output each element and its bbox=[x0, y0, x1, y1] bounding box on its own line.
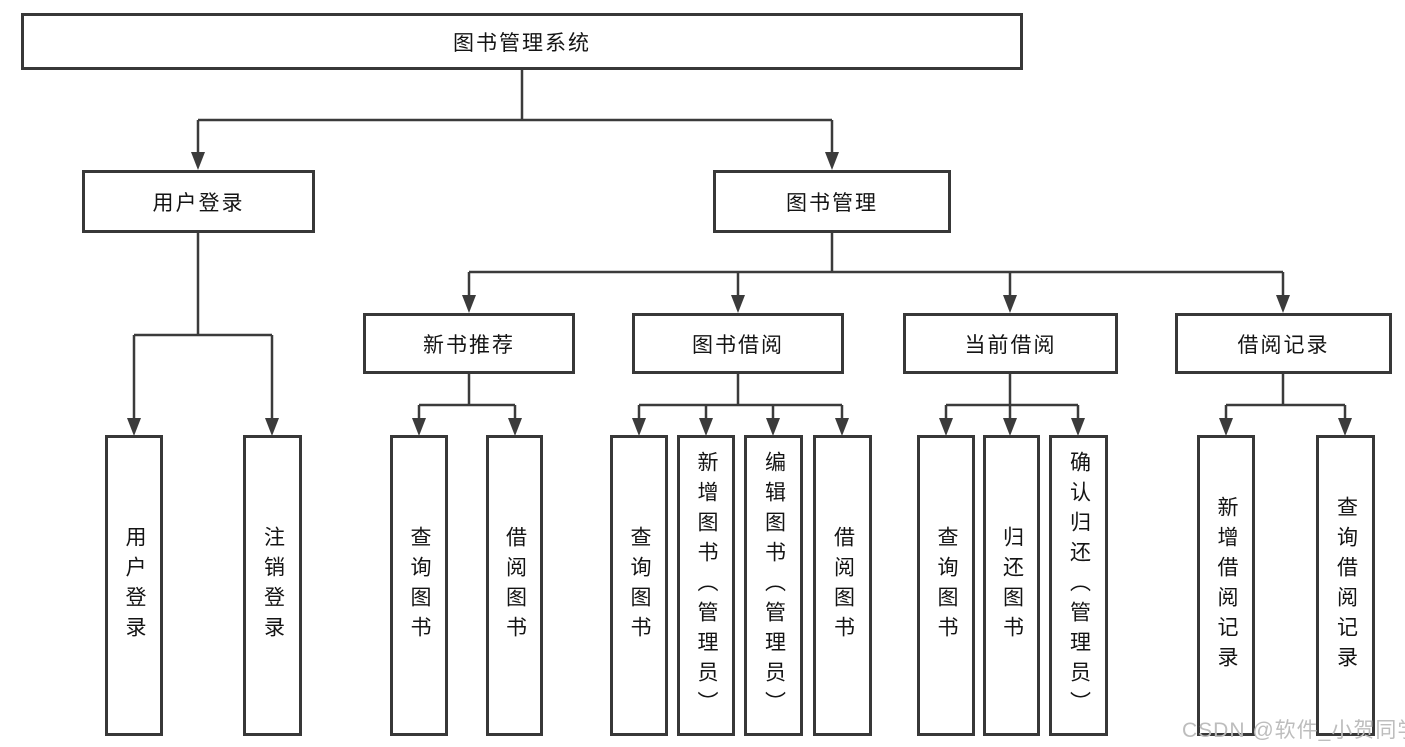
node-root-library-system: 图书管理系统 bbox=[21, 13, 1023, 70]
leaf-borrow-books-recommend: 借阅图书 bbox=[486, 435, 543, 736]
leaf-add-borrow-record: 新增借阅记录 bbox=[1197, 435, 1255, 736]
leaf-user-login: 用户登录 bbox=[105, 435, 163, 736]
leaf-query-books-borrowing: 查询图书 bbox=[610, 435, 668, 736]
node-book-borrowing: 图书借阅 bbox=[632, 313, 844, 374]
node-borrow-records: 借阅记录 bbox=[1175, 313, 1392, 374]
leaf-return-books: 归还图书 bbox=[983, 435, 1040, 736]
node-current-borrowing: 当前借阅 bbox=[903, 313, 1118, 374]
node-new-book-recommend: 新书推荐 bbox=[363, 313, 575, 374]
leaf-logout: 注销登录 bbox=[243, 435, 302, 736]
arrowheads bbox=[127, 152, 1352, 436]
leaf-confirm-return-admin: 确认归还（管理员） bbox=[1049, 435, 1108, 736]
leaf-query-borrow-record: 查询借阅记录 bbox=[1316, 435, 1375, 736]
leaf-edit-books-admin: 编辑图书（管理员） bbox=[744, 435, 803, 736]
node-user-login: 用户登录 bbox=[82, 170, 315, 233]
leaf-add-books-admin: 新增图书（管理员） bbox=[677, 435, 735, 736]
leaf-query-books-recommend: 查询图书 bbox=[390, 435, 448, 736]
csdn-watermark: CSDN @软件_小贺同学 bbox=[1182, 719, 1405, 742]
node-book-management: 图书管理 bbox=[713, 170, 951, 233]
leaf-borrow-books-borrowing: 借阅图书 bbox=[813, 435, 872, 736]
leaf-query-books-current: 查询图书 bbox=[917, 435, 975, 736]
